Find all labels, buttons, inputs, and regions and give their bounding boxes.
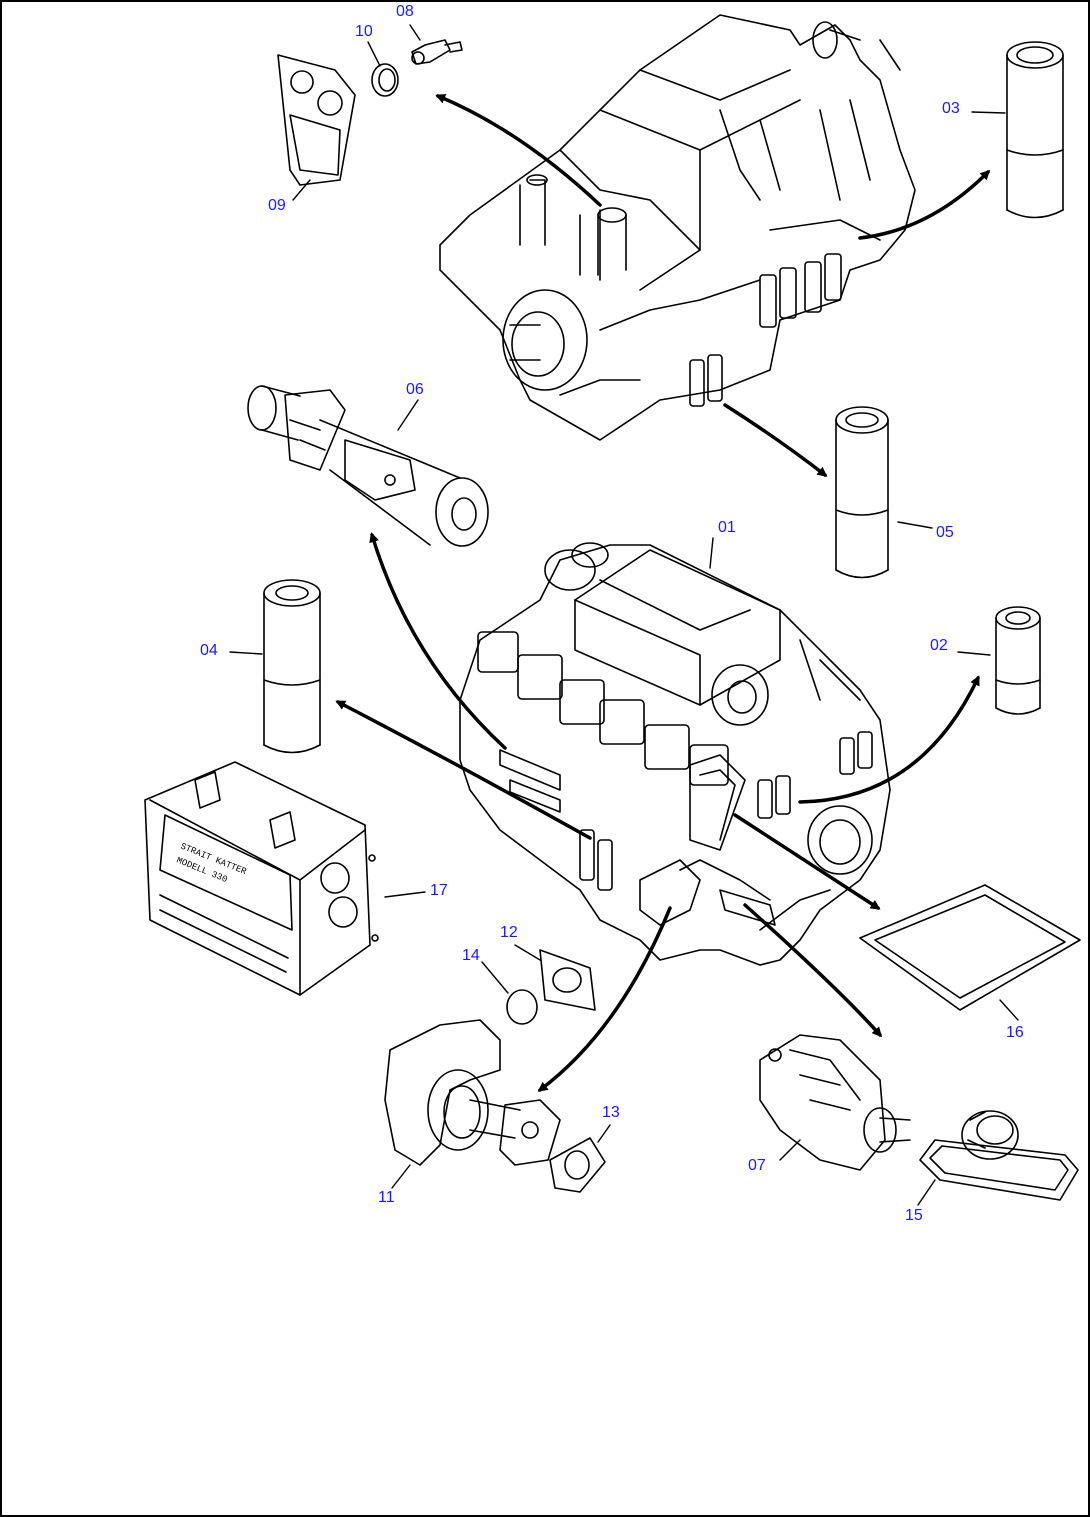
callout-08: 08: [396, 3, 414, 20]
callout-15: 15: [905, 1207, 923, 1224]
leader-lines: [229, 24, 1019, 1206]
callout-14: 14: [462, 947, 480, 964]
callout-labels: 01 02 03 04 05 06 07 08 09 10 11 12 13 1…: [200, 3, 1024, 1224]
starter-motor-item-06: [247, 385, 489, 547]
seal-ring-item-10: [371, 63, 399, 97]
sensor-item-08: [411, 39, 463, 65]
callout-02: 02: [930, 637, 948, 654]
callout-10: 10: [355, 23, 373, 40]
callout-05: 05: [936, 524, 954, 541]
callout-04: 04: [200, 642, 218, 659]
filter-item-03: [1006, 41, 1064, 219]
cover-gasket-item-16: [859, 884, 1081, 1011]
callout-03: 03: [942, 100, 960, 117]
engine-main: [459, 542, 891, 966]
filter-item-05: [835, 406, 889, 579]
control-box-label: STRAIT KATTER MODELL 330: [175, 842, 248, 886]
callout-07: 07: [748, 1157, 766, 1174]
control-box-item-17: [144, 761, 379, 996]
callout-01: 01: [718, 519, 736, 536]
v-belt-item-15: [919, 1139, 1079, 1201]
alternator-item-07: [759, 1034, 911, 1171]
assembly-arrows: [335, 94, 991, 1092]
engine-rear-view: [439, 14, 916, 441]
gasket-item-12: [539, 949, 596, 1011]
o-ring-item-14: [506, 989, 538, 1025]
callout-13: 13: [602, 1104, 620, 1121]
callout-09: 09: [268, 197, 286, 214]
callout-16: 16: [1006, 1024, 1024, 1041]
gasket-plate-item-09: [277, 54, 356, 186]
callout-17: 17: [430, 882, 448, 899]
gasket-item-13: [549, 1137, 606, 1193]
callout-11: 11: [378, 1189, 395, 1206]
callout-12: 12: [500, 924, 518, 941]
filter-item-04: [263, 579, 321, 754]
pump-housing-item-11: [384, 1019, 561, 1166]
callout-06: 06: [406, 381, 424, 398]
filter-item-02: [995, 606, 1041, 715]
